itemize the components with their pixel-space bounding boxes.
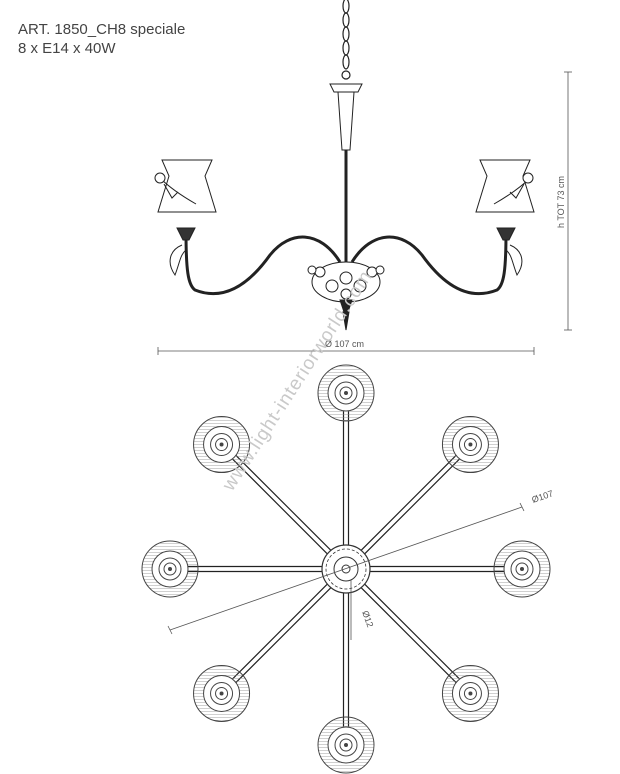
lamp-center-1: [344, 391, 348, 395]
lamp-center-7: [168, 567, 172, 571]
arms: [184, 231, 508, 296]
arm-4: [343, 570, 470, 696]
lamp-shade-left: [154, 159, 217, 213]
lamp-shade-right: [475, 159, 535, 213]
lamp-center-2: [468, 442, 473, 447]
arm-edge-6: [222, 570, 349, 696]
arm-8: [222, 442, 349, 568]
top-diameter-dimension: [167, 502, 525, 635]
center-diameter-label: Ø12: [360, 609, 375, 628]
lamp-center-8: [219, 442, 224, 447]
central-body: [307, 261, 385, 331]
width-dimension: [157, 347, 535, 355]
arm-edge-8: [219, 445, 345, 572]
arm-edge-2: [343, 442, 470, 568]
hub-dashed: [325, 548, 367, 590]
chain: [341, 0, 351, 80]
lamp-center-3: [520, 567, 524, 571]
lamp-center-4: [468, 691, 473, 696]
lamp-center-6: [219, 691, 224, 696]
arm-edge-4: [347, 566, 473, 693]
candle-cups: [176, 227, 516, 241]
top-diameter-label: Ø107: [530, 488, 554, 505]
hub-center: [341, 564, 351, 574]
height-dimension: [564, 71, 572, 331]
lamp-center-5: [344, 743, 348, 747]
arm-6: [219, 566, 345, 693]
lamp-spec: 8 x E14 x 40W: [18, 40, 116, 57]
article-title: ART. 1850_CH8 speciale: [18, 21, 186, 38]
top-view: [141, 364, 551, 774]
header: ART. 1850_CH8 speciale 8 x E14 x 40W: [18, 20, 185, 58]
canopy: [329, 83, 363, 265]
width-label: Ø 107 cm: [325, 339, 364, 349]
arm-2: [347, 445, 473, 572]
arm-ornaments: [169, 244, 523, 277]
height-label: h TOT 73 cm: [556, 176, 566, 228]
front-view: h TOT 73 cm Ø 107 cm: [154, 0, 572, 355]
